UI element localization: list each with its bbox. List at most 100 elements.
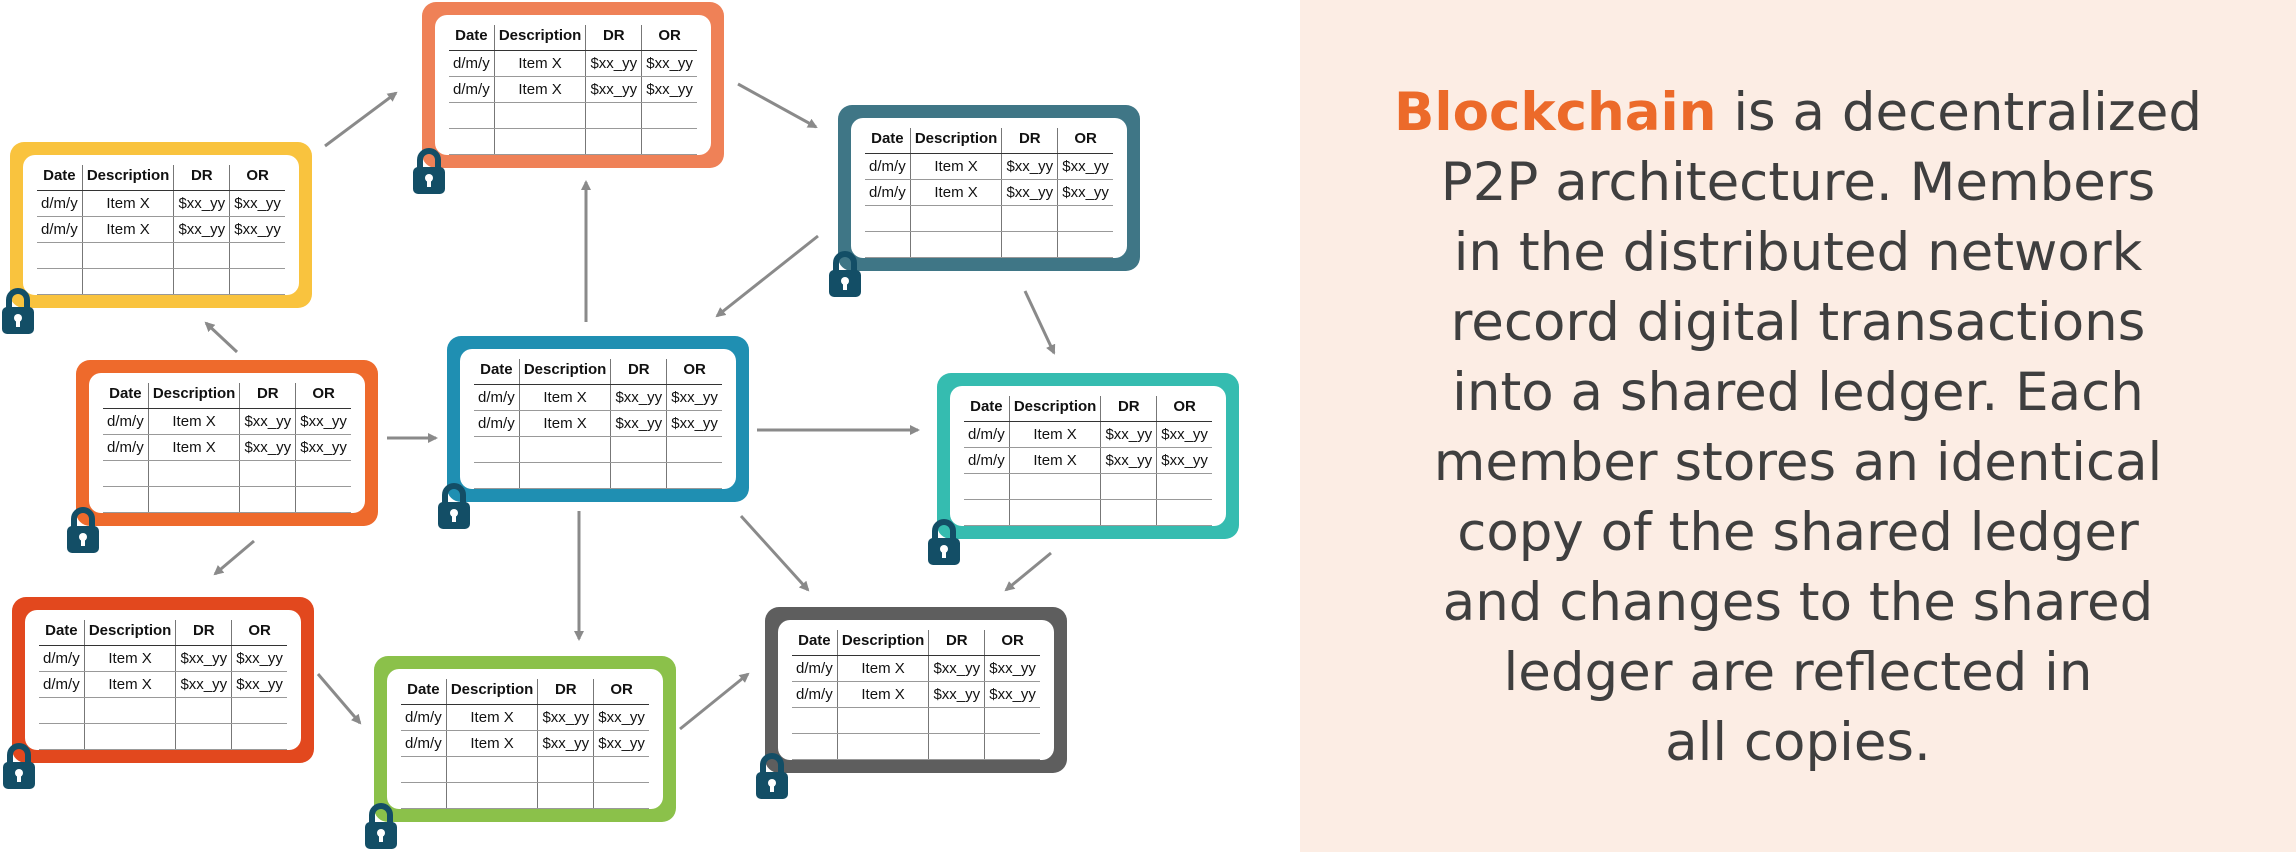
ledger-row	[401, 782, 649, 809]
ledger-column-header: Description	[518, 359, 611, 385]
description-line: member stores an identical	[1433, 432, 2163, 493]
ledger-row	[964, 499, 1212, 526]
ledger-cell: Item X	[493, 50, 586, 77]
ledger-cell	[593, 756, 649, 783]
ledger-cell	[666, 436, 722, 463]
ledger-cell: $xx_yy	[295, 434, 351, 461]
ledger-row	[103, 486, 351, 513]
ledger-cell: Item X	[836, 655, 929, 682]
ledger-column-header: OR	[229, 165, 285, 191]
ledger-column-header: DR	[175, 620, 232, 646]
ledger-cell	[610, 462, 667, 489]
ledger-row	[792, 733, 1040, 760]
ledger-cell	[445, 756, 538, 783]
ledger-column-header: Date	[474, 359, 520, 385]
lock-icon	[754, 751, 790, 801]
ledger-cell: Item X	[81, 216, 174, 243]
ledger-column-header: Date	[401, 679, 447, 705]
ledger-column-header: Description	[445, 679, 538, 705]
ledger-cell	[928, 733, 985, 760]
ledger-cell	[103, 486, 149, 513]
description-line: copy of the shared ledger	[1457, 502, 2139, 563]
arrow	[1023, 290, 1056, 355]
ledger-cell: d/m/y	[474, 410, 520, 437]
ledger-cell	[1100, 499, 1157, 526]
ledger-cell: d/m/y	[103, 408, 149, 435]
ledger-cell: $xx_yy	[231, 671, 287, 698]
ledger-cell: $xx_yy	[928, 655, 985, 682]
ledger-cell: $xx_yy	[1001, 179, 1058, 206]
ledger-column-header: Description	[909, 128, 1002, 154]
ledger-cell	[239, 486, 296, 513]
ledger-cell	[909, 205, 1002, 232]
ledger-cell: Item X	[81, 190, 174, 217]
ledger-cell	[493, 102, 586, 129]
ledger-cell: d/m/y	[37, 216, 83, 243]
ledger-cell: d/m/y	[792, 655, 838, 682]
ledger-cell	[81, 268, 174, 295]
ledger-cell: $xx_yy	[641, 76, 697, 103]
ledger-cell	[37, 268, 83, 295]
ledger-cell	[585, 128, 642, 155]
arrow	[737, 82, 818, 129]
ledger-row	[792, 707, 1040, 734]
ledger-column-header: Date	[865, 128, 911, 154]
ledger-cell: Item X	[445, 730, 538, 757]
ledger-cell	[928, 707, 985, 734]
ledger-cell: $xx_yy	[1156, 447, 1212, 474]
ledger-cell: d/m/y	[474, 384, 520, 411]
ledger-cell: d/m/y	[449, 76, 495, 103]
description-line: record digital transactions	[1450, 292, 2146, 353]
ledger-column-header: OR	[231, 620, 287, 646]
ledger-cell: $xx_yy	[229, 190, 285, 217]
ledger-column-header: Description	[493, 25, 586, 51]
ledger-cell: Item X	[83, 645, 176, 672]
ledger-cell: $xx_yy	[585, 76, 642, 103]
lock-icon	[65, 505, 101, 555]
arrow	[213, 539, 255, 576]
ledger-column-header: Date	[103, 383, 149, 409]
ledger-cell: $xx_yy	[984, 655, 1040, 682]
ledger-cell	[449, 102, 495, 129]
ledger-cell	[103, 460, 149, 487]
ledger-cell	[39, 723, 85, 750]
ledger-cell: Item X	[493, 76, 586, 103]
ledger-cell	[173, 268, 230, 295]
ledger-row	[865, 205, 1113, 232]
ledger-cell: $xx_yy	[666, 410, 722, 437]
ledger-cell: Item X	[147, 434, 240, 461]
ledger-column-header: Description	[83, 620, 176, 646]
ledger-cell	[147, 486, 240, 513]
ledger-cell: Item X	[445, 704, 538, 731]
ledger-cell	[474, 462, 520, 489]
ledger-cell: d/m/y	[401, 704, 447, 731]
ledger-cell	[585, 102, 642, 129]
ledger-cell: d/m/y	[37, 190, 83, 217]
ledger-cell: d/m/y	[865, 179, 911, 206]
ledger-column-header: DR	[928, 630, 985, 656]
ledger-cell	[493, 128, 586, 155]
ledger-cell	[229, 268, 285, 295]
